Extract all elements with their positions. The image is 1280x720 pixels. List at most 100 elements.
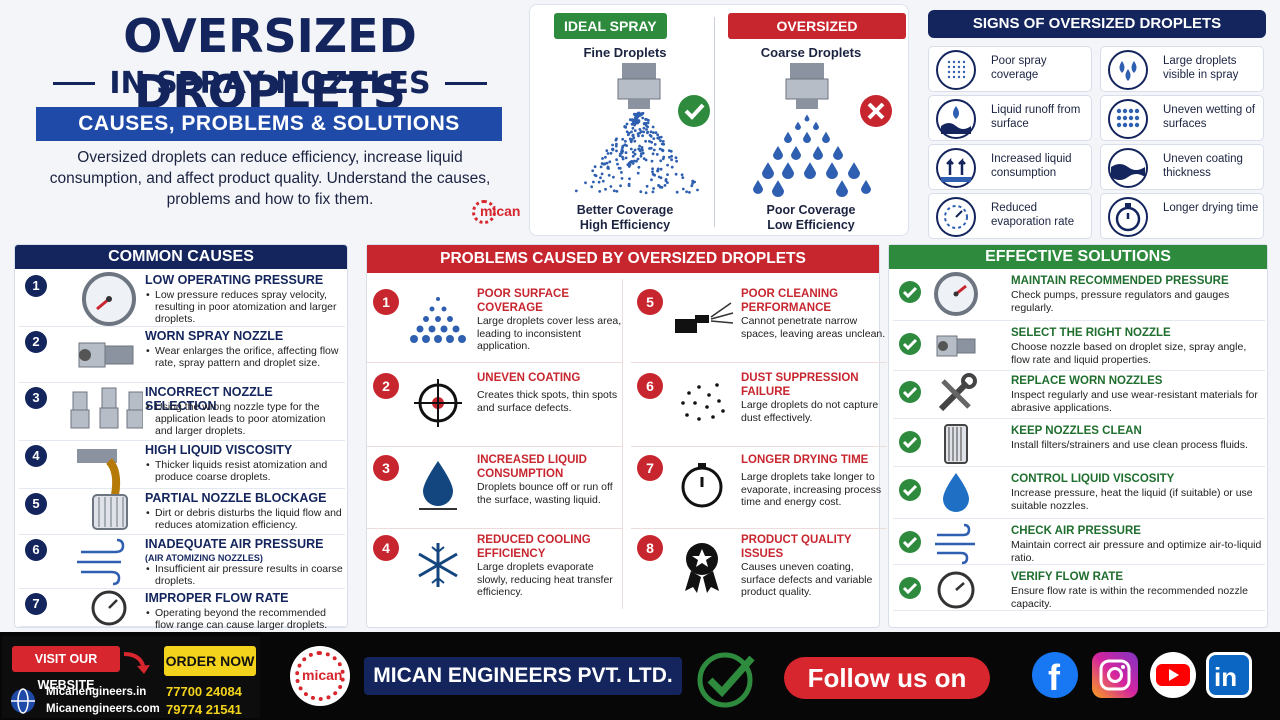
svg-text:f: f [1048,657,1061,698]
solution-desc: Inspect regularly and use wear-resistant… [1011,389,1258,414]
stopwatch-icon [1108,197,1148,237]
sign-label: Uneven coating thickness [1163,153,1243,179]
problem-number: 4 [373,535,399,561]
footer: VISIT OUR WEBSITE ORDER NOW Micanenginee… [0,632,1280,720]
air-icon [77,538,125,586]
coating-icon [1108,148,1148,188]
nozzle-icon [936,335,976,357]
problem-title: INCREASED LIQUID CONSUMPTION [477,454,587,480]
check-icon [899,431,921,453]
pour-icon [77,449,121,496]
cause-number: 2 [25,331,47,353]
solution-desc: Increase pressure, heat the liquid (if s… [1011,487,1253,512]
youtube-icon[interactable] [1150,652,1196,698]
problem-number: 2 [373,373,399,399]
cause-title: PARTIAL NOZZLE BLOCKAGE [145,491,327,505]
check-icon [899,333,921,355]
cause-desc: Using the wrong nozzle type for the appl… [145,401,345,437]
sign-item: Increased liquid consumption [928,144,1092,190]
page-subtitle-row: IN SPRAY NOZZLES [40,64,500,102]
droplets-icon [1108,50,1148,90]
sign-item: Uneven coating thickness [1100,144,1264,190]
facebook-icon[interactable]: f [1032,652,1078,698]
sign-label: Liquid runoff from surface [991,104,1081,130]
problem-title: REDUCED COOLING EFFICIENCY [477,534,591,560]
cause-number: 1 [25,275,47,297]
solutions-panel: EFFECTIVE SOLUTIONS MAINTAIN RECOMMENDED… [888,244,1268,628]
phone-1[interactable]: 77700 24084 [166,684,242,699]
air-flow-icon [935,523,975,565]
uneven-wetting-icon [1108,99,1148,139]
sign-item: Poor spray coverage [928,46,1092,92]
problem-title: POOR CLEANING PERFORMANCE [741,288,839,314]
gauge-small-icon [937,571,975,609]
website-link-in[interactable]: Micanengineers.in [46,686,147,698]
gauge-icon [82,272,136,326]
curved-arrow-icon [123,652,150,674]
fine-spray-icon [936,50,976,90]
order-now-button[interactable]: ORDER NOW [164,646,256,676]
cause-number: 7 [25,593,47,615]
mican-footer-logo: mican [290,646,350,706]
visit-website-label: VISIT OUR WEBSITE [12,646,120,692]
oversized-spray-foot: Poor Coverage Low Efficiency [766,203,856,232]
nozzle-icon [78,342,134,368]
instagram-icon[interactable] [1092,652,1138,698]
svg-text:in: in [1214,662,1237,692]
check-icon [899,531,921,553]
cause-desc: Insufficient air pressure results in coa… [145,563,345,587]
cause-number: 6 [25,539,47,561]
problem-title: DUST SUPPRESSION FAILURE [741,372,859,398]
problem-number: 5 [637,289,663,315]
solution-title: SELECT THE RIGHT NOZZLE [1011,327,1171,339]
problem-number: 7 [637,455,663,481]
sign-item: Reduced evaporation rate [928,193,1092,239]
cause-desc: Wear enlarges the orifice, affecting flo… [145,345,345,369]
problem-title: POOR SURFACE COVERAGE [477,288,570,314]
oversized-spray-tag: OVERSIZED DROPLETS [728,13,906,60]
runoff-icon [936,99,976,139]
check-icon [899,281,921,303]
globe-icon [11,688,35,714]
problem-title: PRODUCT QUALITY ISSUES [741,534,852,560]
evaporation-icon [936,197,976,237]
wrench-screwdriver-icon [938,373,977,412]
cause-note: (AIR ATOMIZING NOZZLES) [145,553,263,563]
mican-logo: mican [472,198,528,228]
problem-desc: Large droplets evaporate slowly, reducin… [477,561,613,598]
cause-number: 5 [25,493,47,515]
contact-box: VISIT OUR WEBSITE ORDER NOW Micanenginee… [2,636,260,718]
nozzles-icon [70,387,143,429]
gauge-icon [934,272,978,316]
linkedin-icon[interactable]: in [1206,652,1252,698]
website-link-com[interactable]: Micanengineers.com [46,703,160,715]
page-title: OVERSIZED DROPLETS [123,9,417,119]
sign-item: Large droplets visible in spray [1100,46,1264,92]
problems-title: PROBLEMS CAUSED BY OVERSIZED DROPLETS [367,245,879,273]
cause-number: 3 [25,387,47,409]
cause-title: IMPROPER FLOW RATE [145,591,289,605]
cause-desc: Thicker liquids resist atomization and p… [145,459,345,483]
solution-item: REPLACE WORN NOZZLES Inspect regularly an… [893,371,1265,419]
spray-comparison: IDEAL SPRAY Fine Droplets Better Coverag… [529,4,909,236]
solution-title: REPLACE WORN NOZZLES [1011,375,1163,387]
sign-item: Uneven wetting of surfaces [1100,95,1264,141]
title-rule-right [444,81,487,85]
solution-desc: Ensure flow rate is within the recommend… [1011,585,1248,610]
follow-us-button[interactable]: Follow us on [784,657,990,699]
fine-spray-nozzle-icon [574,63,710,195]
solution-desc: Check pumps, pressure regulators and gau… [1011,289,1230,314]
phone-2[interactable]: 79774 21541 [166,702,242,717]
